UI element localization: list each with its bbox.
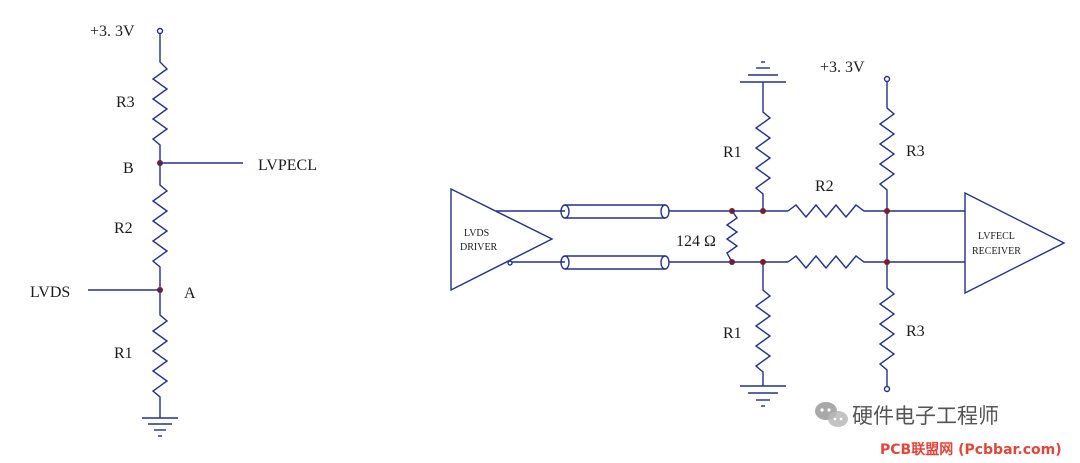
- right-r1-bottom-label: R1: [723, 325, 742, 342]
- right-top-ground-symbol: [740, 61, 786, 83]
- left-ground-symbol: [142, 417, 178, 437]
- left-supply-terminal: [156, 27, 164, 35]
- left-resistor-divider: +3. 3V R3 B LVPECL R2 LVDS A R1: [30, 23, 317, 437]
- lvds-driver-label-2: DRIVER: [460, 242, 498, 253]
- termination-resistor: [725, 210, 739, 263]
- right-r2-top-label: R2: [815, 178, 834, 195]
- watermark-source: PCB联盟网 (Pcbbar.com): [880, 442, 1062, 458]
- right-r1-top-label: R1: [723, 144, 742, 161]
- right-r3-bottom-label: R3: [906, 323, 925, 340]
- right-r1-top-resistor: [754, 82, 772, 211]
- r1-top-junction: [760, 208, 766, 214]
- watermark: 硬件电子工程师 PCB联盟网 (Pcbbar.com): [815, 402, 1062, 458]
- right-r2-top-resistor: [787, 203, 965, 219]
- r3-top-junction: [884, 208, 890, 214]
- termination-label: 124 Ω: [676, 233, 716, 250]
- r3-bottom-junction: [884, 259, 890, 265]
- left-lvpecl-label: LVPECL: [258, 157, 317, 174]
- right-termination-circuit: LVDS DRIVER 124 Ω R2: [450, 59, 1066, 407]
- left-lvds-label: LVDS: [30, 284, 70, 301]
- left-supply-label: +3. 3V: [90, 23, 135, 40]
- left-r1-label: R1: [114, 345, 133, 362]
- right-r2-bottom-resistor: [787, 254, 965, 270]
- right-r1-bottom-resistor: [754, 262, 772, 386]
- right-supply-terminal-bottom: [883, 385, 891, 393]
- left-r3-resistor: [151, 34, 169, 163]
- lvds-driver-label-1: LVDS: [464, 228, 489, 239]
- right-r3-top-resistor: [878, 82, 896, 211]
- right-r3-bottom-resistor: [878, 262, 896, 386]
- right-r3-top-label: R3: [906, 143, 925, 160]
- right-bottom-ground-symbol: [740, 385, 786, 407]
- driver-inverting-output-bubble: [507, 260, 513, 266]
- transmission-line-top: [496, 204, 732, 219]
- lvpecl-receiver-block: [964, 191, 1066, 295]
- receiver-label-2: RECEIVER: [972, 246, 1021, 257]
- chat-bubble-icon: [815, 402, 848, 427]
- right-supply-label: +3. 3V: [820, 59, 865, 76]
- transmission-line-bottom: [512, 255, 732, 270]
- left-r2-label: R2: [114, 220, 133, 237]
- receiver-label-1: LVFECL: [978, 231, 1015, 242]
- left-r2-resistor: [151, 163, 169, 290]
- left-node-b-label: B: [123, 160, 134, 177]
- lvds-driver-block: [450, 187, 554, 292]
- r1-bottom-junction: [760, 259, 766, 265]
- right-supply-terminal-top: [883, 75, 891, 83]
- left-r3-label: R3: [116, 94, 135, 111]
- left-node-a-label: A: [184, 285, 196, 302]
- left-r1-resistor: [151, 290, 169, 418]
- watermark-name: 硬件电子工程师: [852, 404, 999, 428]
